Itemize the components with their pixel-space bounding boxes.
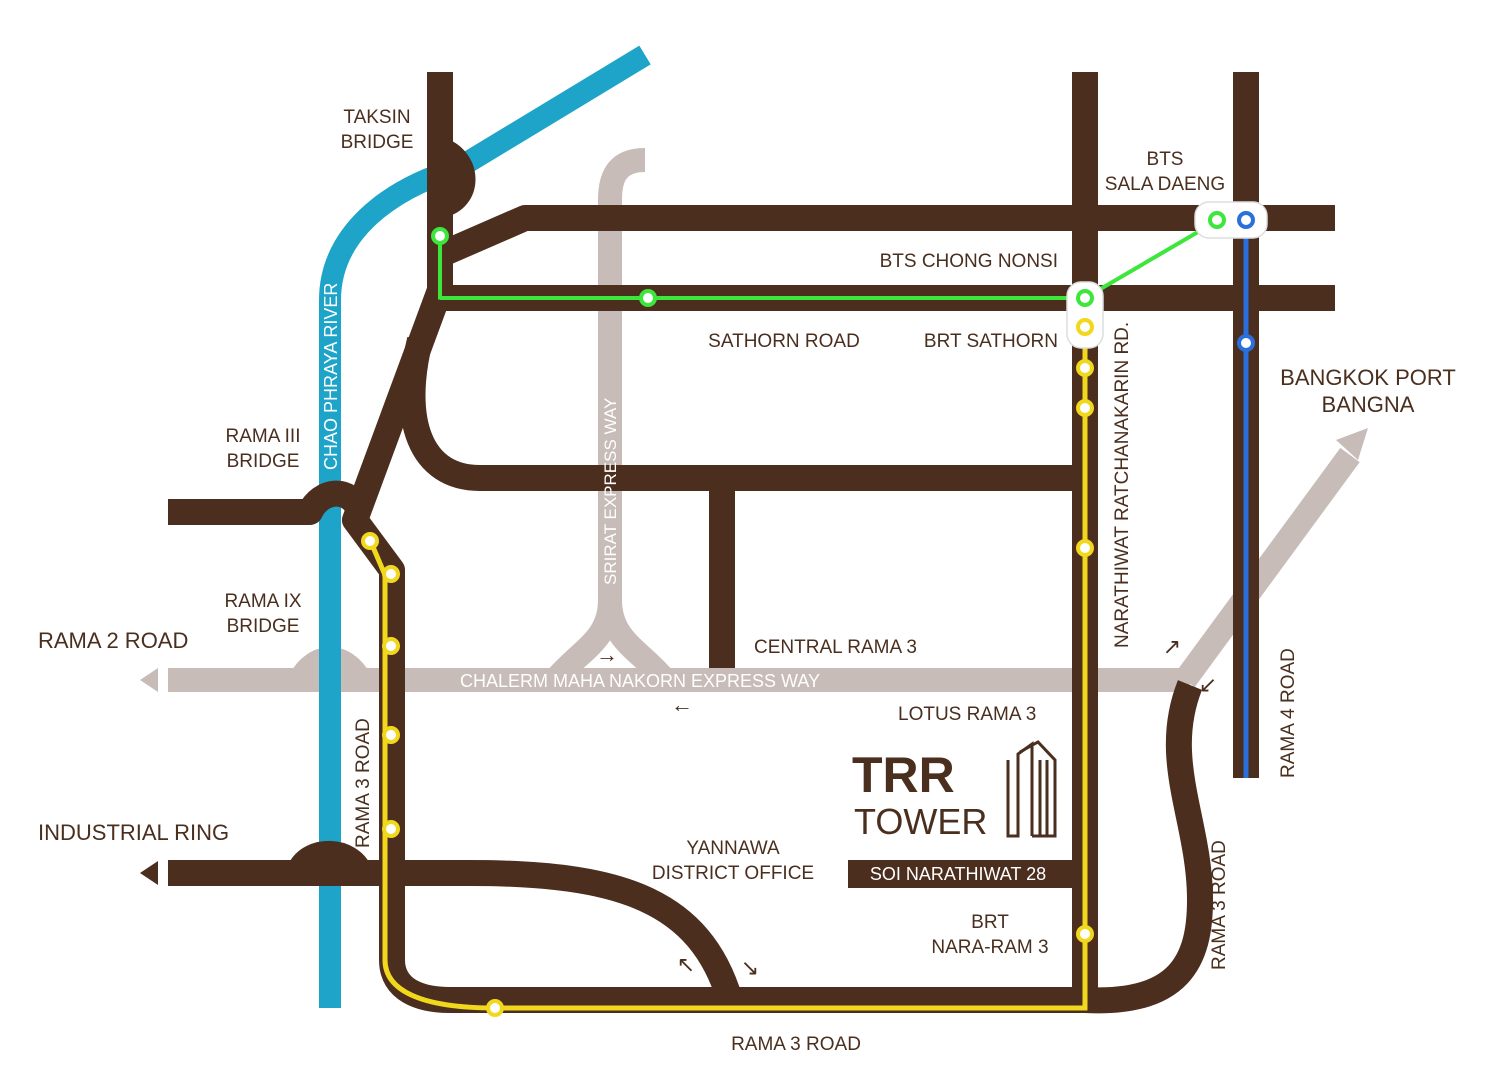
brt-station-dot xyxy=(1076,539,1094,557)
bts-sala-daeng-label-2: SALA DAENG xyxy=(1105,174,1225,195)
srirat-expressway-right xyxy=(598,599,675,688)
rama2-road-label: RAMA 2 ROAD xyxy=(38,628,188,653)
bts-station-dot xyxy=(1076,289,1094,307)
arrow-left-icon: ← xyxy=(671,692,693,717)
brt-station-dot xyxy=(1076,318,1094,336)
logo-line1: TRR xyxy=(852,747,955,803)
svg-text:SALA DAENG: SALA DAENG xyxy=(1105,174,1225,195)
rama3-bridge-label-1: RAMA III xyxy=(226,426,301,447)
svg-text:NARA-RAM 3: NARA-RAM 3 xyxy=(931,937,1048,958)
brt-sathorn-label: BRT SATHORN xyxy=(924,331,1058,352)
lotus-rama3-label: LOTUS RAMA 3 xyxy=(898,704,1036,725)
taksin-bridge-label-1: TAKSIN xyxy=(343,107,410,128)
rama9-bridge-label-1: RAMA IX xyxy=(224,591,301,612)
brt-station-dot xyxy=(382,726,400,744)
direction-arrows: → ← ↗ ↙ ↖ ↘ xyxy=(596,634,1217,980)
soi-narathiwat-bar xyxy=(848,860,1072,888)
rama4-road-label: RAMA 4 ROAD xyxy=(1278,648,1299,778)
rama3-road-east xyxy=(1084,680,1213,1014)
svg-text:BRIDGE: BRIDGE xyxy=(227,451,300,472)
bangkok-port-label-2: BANGNA xyxy=(1322,392,1415,417)
brt-nara-label-1: BRT xyxy=(971,912,1009,933)
chalerm-expressway-label: CHALERM MAHA NAKORN EXPRESS WAY xyxy=(460,671,820,691)
mrt-station-dot xyxy=(1237,211,1255,229)
srirat-express-label: SRIRAT EXPRESS WAY xyxy=(601,398,620,585)
station-dots xyxy=(361,211,1255,1017)
bangna-expressway xyxy=(1175,447,1360,688)
curve-road xyxy=(399,336,1085,491)
arrow-down-left-icon: ↙ xyxy=(1199,672,1217,697)
industrial-ring-road xyxy=(168,860,743,1004)
svg-text:BRT: BRT xyxy=(971,912,1009,933)
trr-tower-logo: TRR TOWER xyxy=(852,740,1057,842)
svg-text:TAKSIN: TAKSIN xyxy=(343,107,410,128)
taksin-bridge-label-2: BRIDGE xyxy=(341,132,414,153)
building-icon xyxy=(1006,740,1057,838)
brt-station-dot xyxy=(382,637,400,655)
svg-text:BRIDGE: BRIDGE xyxy=(227,616,300,637)
soi-narathiwat-label: SOI NARATHIWAT 28 xyxy=(870,864,1046,884)
brt-sathorn-badge xyxy=(1066,281,1104,349)
svg-text:BANGKOK PORT: BANGKOK PORT xyxy=(1280,365,1456,390)
bts-station-dot xyxy=(431,227,449,245)
brt-station-dot xyxy=(1076,925,1094,943)
logo-line2: TOWER xyxy=(854,801,987,842)
bts-station-dot xyxy=(639,289,657,307)
bts-sala-daeng-label-1: BTS xyxy=(1147,149,1184,170)
industrial-ring-arch xyxy=(288,840,373,880)
yannawa-label-1: YANNAWA xyxy=(686,838,780,859)
brt-nara-label-2: NARA-RAM 3 xyxy=(931,937,1048,958)
svg-text:BANGNA: BANGNA xyxy=(1322,392,1415,417)
arrow-up-right-icon: ↗ xyxy=(1163,634,1181,659)
arrow-down-right-icon: ↘ xyxy=(741,955,759,980)
mrt-station-dot xyxy=(1237,334,1255,352)
brt-station-dot xyxy=(382,565,400,583)
yannawa-label-2: DISTRICT OFFICE xyxy=(652,863,814,884)
brt-station-dot xyxy=(361,532,379,550)
sala-daeng-badge xyxy=(1194,201,1268,239)
svg-text:YANNAWA: YANNAWA xyxy=(686,838,780,859)
bangkok-port-label-1: BANGKOK PORT xyxy=(1280,365,1456,390)
chao-phraya-river-label: CHAO PHRAYA RIVER xyxy=(321,283,341,470)
north-road xyxy=(434,205,1335,267)
taksin-bridge-arch xyxy=(434,137,476,218)
bts-chong-nonsi-label: BTS CHONG NONSI xyxy=(880,251,1058,272)
bangna-arrowhead xyxy=(1336,428,1368,460)
svg-text:RAMA III: RAMA III xyxy=(226,426,301,447)
brt-station-dot xyxy=(1076,359,1094,377)
rama3-road-left-label: RAMA 3 ROAD xyxy=(353,718,374,848)
industrial-ring-arrowhead xyxy=(140,861,158,885)
sathorn-road-label: SATHORN ROAD xyxy=(708,331,860,352)
rama9-bridge-label-2: BRIDGE xyxy=(227,616,300,637)
svg-text:DISTRICT OFFICE: DISTRICT OFFICE xyxy=(652,863,814,884)
brt-station-dot xyxy=(486,999,504,1017)
svg-text:BRIDGE: BRIDGE xyxy=(341,132,414,153)
rama3-road-right-label: RAMA 3 ROAD xyxy=(1209,840,1230,970)
rama2-arrowhead xyxy=(140,668,158,692)
arrow-right-icon: → xyxy=(596,642,618,667)
svg-text:RAMA IX: RAMA IX xyxy=(224,591,301,612)
rama3-bridge-road xyxy=(168,480,373,525)
central-rama3-label: CENTRAL RAMA 3 xyxy=(754,637,917,658)
rama3-bridge-label-2: BRIDGE xyxy=(227,451,300,472)
arrow-up-left-icon: ↖ xyxy=(677,952,695,977)
industrial-ring-label: INDUSTRIAL RING xyxy=(38,820,229,845)
bts-station-dot xyxy=(1208,211,1226,229)
brt-station-dot xyxy=(1076,399,1094,417)
bts-silom-line xyxy=(438,220,1217,300)
narathiwat-road-label: NARATHIWAT RATCHANAKARIN RD. xyxy=(1112,322,1133,648)
brt-station-dot xyxy=(382,820,400,838)
rama3-road-bottom-label: RAMA 3 ROAD xyxy=(731,1034,861,1055)
roads xyxy=(168,72,1335,1014)
svg-text:BTS: BTS xyxy=(1147,149,1184,170)
